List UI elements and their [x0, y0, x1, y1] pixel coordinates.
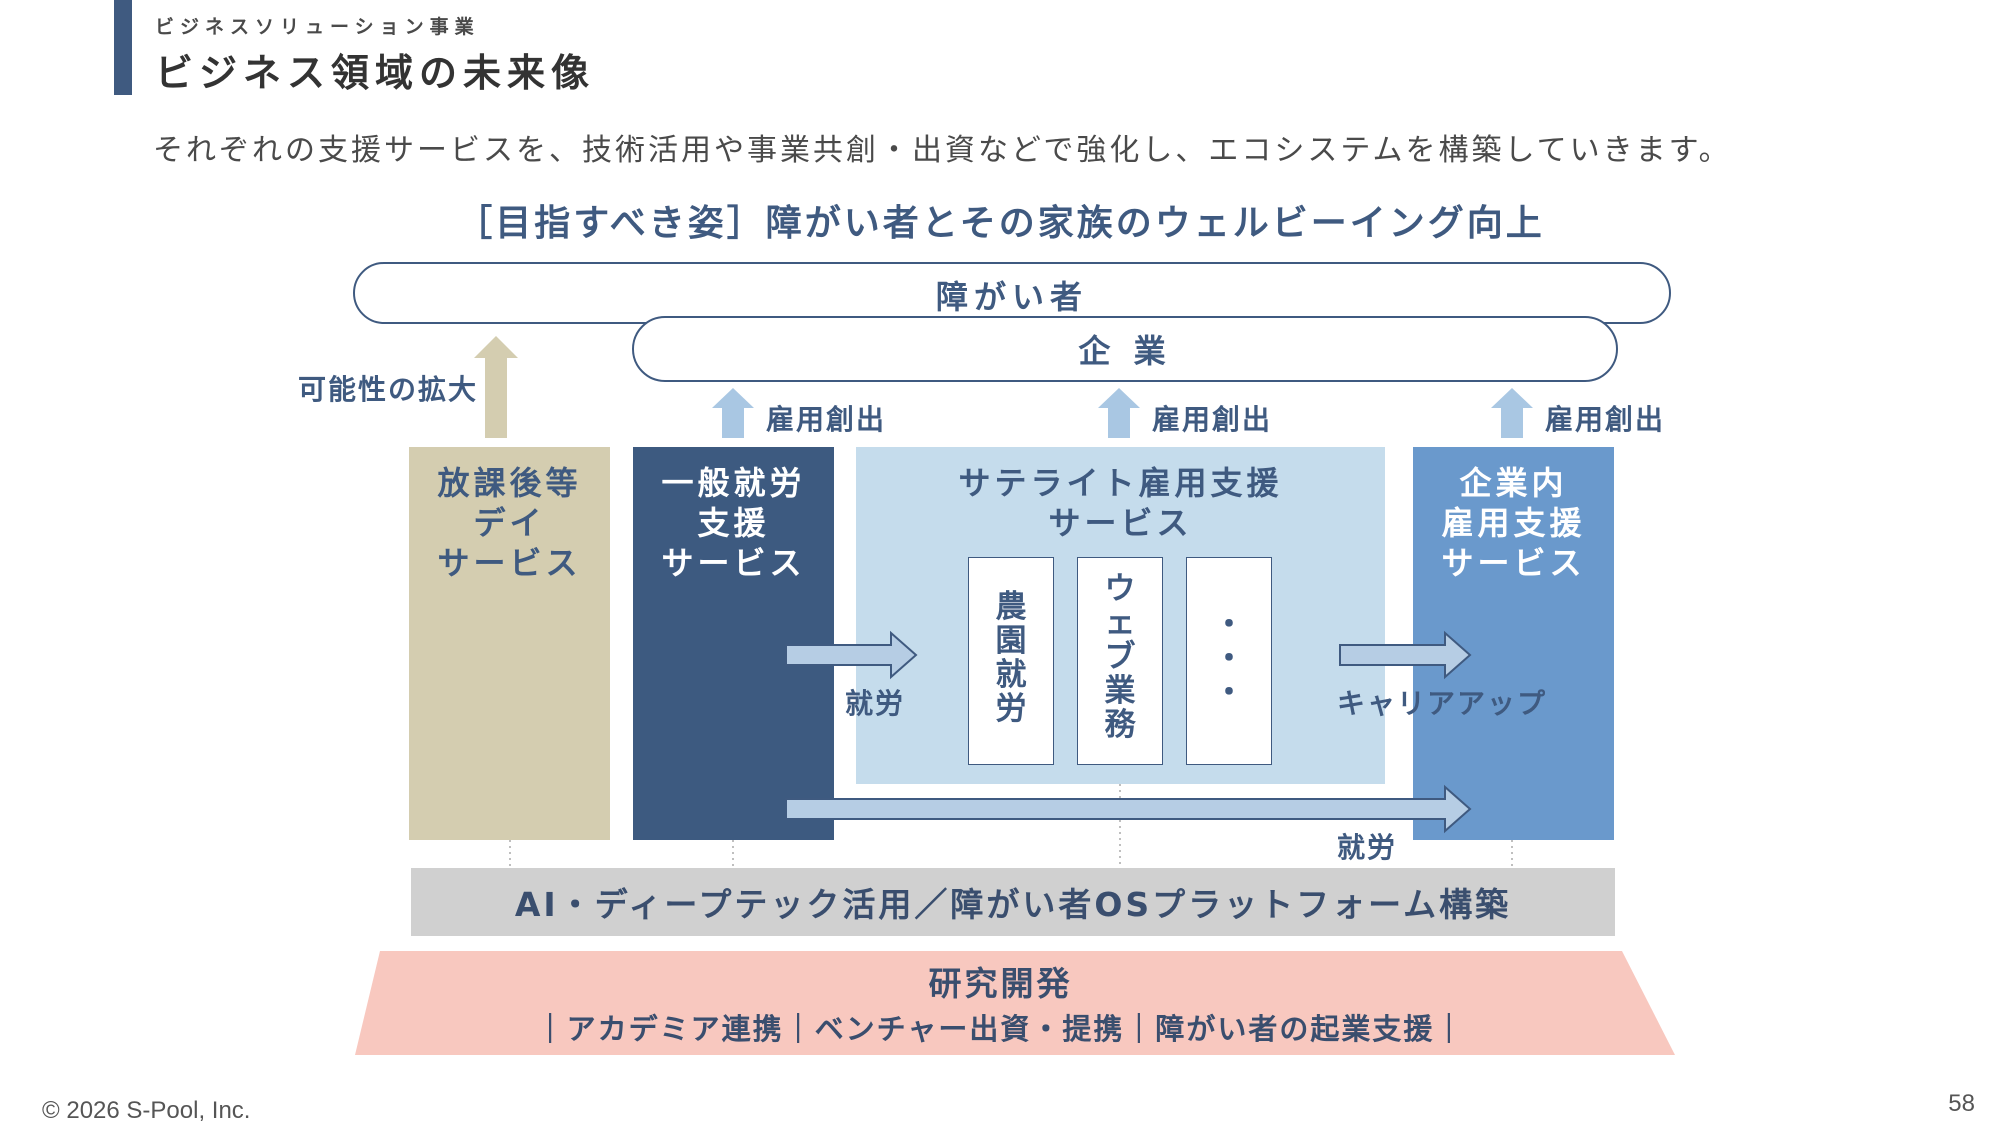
rnd-items: ｜アカデミア連携｜ベンチャー出資・提携｜障がい者の起業支援｜ [535, 1012, 1466, 1046]
job-creation-label-1: 雇用創出 [766, 403, 887, 436]
employment-label-2: 就労 [1337, 831, 1398, 864]
satellite-line-1: サテライト雇用支援 [958, 464, 1283, 502]
platform-bar: AI・ディープテック活用／障がい者OSプラットフォーム構築 [411, 868, 1615, 936]
goal-heading: ［目指すべき姿］障がい者とその家族のウェルビーイング向上 [456, 203, 1545, 244]
satellite-line-2: サービス [1048, 504, 1193, 542]
section-subtitle: ビジネスソリューション事業 [155, 16, 480, 38]
after-school-line-2: デイ [473, 504, 546, 542]
disabled-people-label: 障がい者 [935, 278, 1088, 316]
farm-work-label: 農園就労 [995, 589, 1027, 727]
after-school-line-3: サービス [437, 544, 582, 582]
web-work-label: ウェブ業務 [1104, 571, 1136, 743]
general-line-2: 支援 [697, 504, 770, 542]
expand-up-arrow [474, 336, 518, 438]
lead-text: それぞれの支援サービスを、技術活用や事業共創・出資などで強化し、エコシステムを構… [153, 133, 1732, 168]
accent-bar [114, 0, 132, 95]
inhouse-line-3: サービス [1441, 544, 1586, 582]
job-creation-label-2: 雇用創出 [1152, 403, 1273, 436]
general-line-3: サービス [661, 544, 806, 582]
farm-work-box: 農園就労 [968, 557, 1054, 765]
etc-label: ・・・ [1213, 607, 1245, 711]
general-line-1: 一般就労 [661, 464, 806, 502]
general-employment-column: 一般就労 支援 サービス [633, 447, 834, 840]
job-creation-arrow-1 [712, 388, 754, 438]
inhouse-line-2: 雇用支援 [1441, 504, 1586, 542]
page-number: 58 [1948, 1090, 1975, 1117]
companies-pill: 企 業 [632, 316, 1618, 382]
job-creation-arrow-2 [1098, 388, 1140, 438]
job-creation-arrow-3 [1491, 388, 1533, 438]
disabled-people-pill: 障がい者 [353, 262, 1671, 324]
inhouse-employment-column: 企業内 雇用支援 サービス [1413, 447, 1614, 840]
job-creation-label-3: 雇用創出 [1545, 403, 1666, 436]
after-school-service-column: 放課後等 デイ サービス [409, 447, 610, 840]
companies-label: 企 業 [1078, 332, 1172, 370]
employment-label-1: 就労 [845, 687, 906, 720]
page-title: ビジネス領域の未来像 [155, 51, 596, 95]
career-up-label: キャリアアップ [1337, 687, 1548, 720]
rnd-title: 研究開発 [928, 964, 1073, 1003]
etc-box: ・・・ [1186, 557, 1272, 765]
after-school-line-1: 放課後等 [437, 464, 582, 502]
copyright: © 2026 S-Pool, Inc. [42, 1097, 251, 1124]
rnd-trapezoid [355, 951, 1675, 1055]
expand-label: 可能性の拡大 [298, 373, 479, 406]
inhouse-line-1: 企業内 [1459, 464, 1568, 502]
web-work-box: ウェブ業務 [1077, 557, 1163, 765]
